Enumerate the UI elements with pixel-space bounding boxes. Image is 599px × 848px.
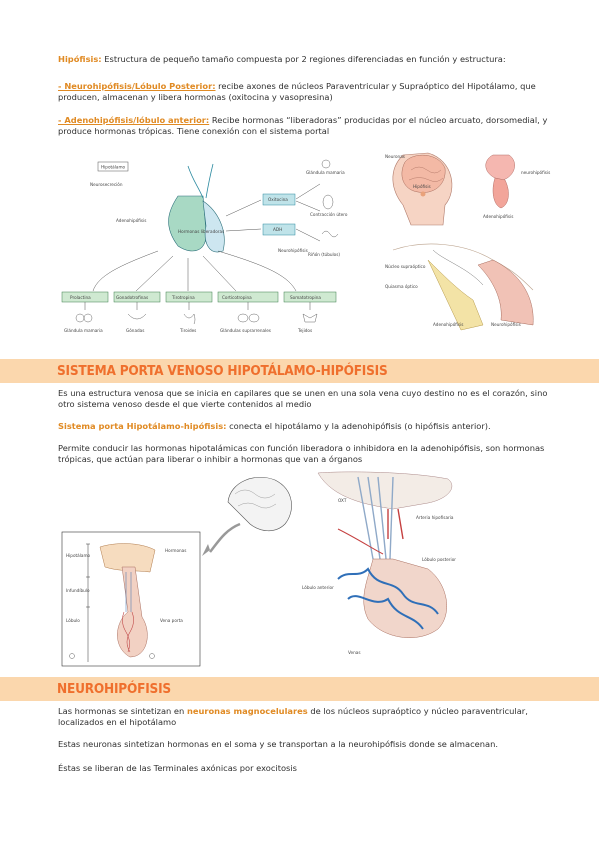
fig2-label-6: Quiasma óptico	[385, 284, 418, 289]
figure-hypothalamus-hormones: Hipotálamo Neurosecreción Adenohipófisis…	[58, 156, 378, 341]
fig1-box-4: Corticotropina	[222, 295, 252, 300]
fig1-hormone-boxes: Prolactina Gonadotrofinas Tirotropina Co…	[61, 291, 337, 303]
fig1-side2: ADH	[273, 227, 282, 232]
neuro-transport: Estas neuronas sintetizan hormonas en el…	[58, 739, 498, 749]
fig2-label-3: neurohipófisis	[521, 170, 550, 175]
fig1-target-3: Tiroides	[179, 328, 196, 333]
fig2-label-8: Neurohipófisis	[491, 322, 521, 327]
fig1-side1: Oxitocina	[268, 197, 288, 202]
section-banner-portal: SISTEMA PORTA VENOSO HIPOTÁLAMO-HIPÓFISI…	[0, 359, 599, 383]
fig1-r2: Contracción útero	[310, 212, 348, 217]
fig2-label-4: Adenohipófisis	[483, 214, 513, 219]
portal-definition: Es una estructura venosa que se inicia e…	[58, 388, 548, 409]
fig4-label-5: Venas	[348, 650, 361, 655]
fig2-label-7: Adenohipófisis	[433, 322, 463, 327]
fig1-target-1: Glándula mamaria	[64, 328, 103, 333]
fig1-r1: Glándula mamaria	[306, 170, 345, 175]
figure-head-hypophysis: Neuronas Hipófisis neurohipófisis Adenoh…	[383, 150, 553, 338]
figure-portal-system: Hipotálamo Infundíbulo Lóbulo Hormonas V…	[60, 472, 300, 668]
term-magnocelulares: neuronas magnocelulares	[186, 706, 308, 716]
fig3-label-2: Infundíbulo	[66, 588, 90, 593]
fig4-label-2: Arteria hipofisaria	[416, 515, 454, 520]
fig3-label-3: Lóbulo	[66, 618, 80, 623]
fig1-target-2: Gónadas	[126, 328, 144, 333]
fig1-r4: Neurohipófisis	[278, 248, 308, 253]
fig2-label-2: Hipófisis	[413, 184, 431, 189]
term-hipofisis: Hipófisis:	[58, 54, 102, 64]
neuro-synthesis-b: de los núcleos supraóptico y núcleo para…	[58, 706, 528, 727]
fig1-box-5: Somatotropina	[290, 295, 321, 300]
fig1-center-label: Hormonas liberadoras	[178, 229, 224, 234]
hipofisis-text: Estructura de pequeño tamaño compuesta p…	[101, 54, 506, 64]
neuro-release: Éstas se liberan de las Terminales axóni…	[58, 763, 297, 773]
neurohipofisis-definition: - Neurohipófisis/Lóbulo Posterior: recib…	[58, 81, 548, 102]
neurohipofisis-text: recibe axones de núcleos Paraventricular…	[58, 81, 536, 102]
fig1-box-top: Hipotálamo	[101, 165, 126, 170]
hipofisis-definition: Hipófisis: Estructura de pequeño tamaño …	[58, 54, 548, 65]
fig1-label-b: Adenohipófisis	[116, 218, 146, 223]
fig1-target-5: Tejidos	[297, 328, 312, 333]
fig4-label-1: OXT	[338, 498, 347, 503]
fig1-box-1: Prolactina	[70, 295, 91, 300]
adenohipofisis-definition: - Adenohipófisis/lóbulo anterior: Recibe…	[58, 115, 548, 136]
fig3-label-1: Hipotálamo	[66, 553, 91, 558]
fig3-label-5: Vena porta	[160, 618, 183, 623]
term-neurohipofisis: - Neurohipófisis/Lóbulo Posterior:	[58, 81, 216, 91]
figure-portal-detail: OXT Arteria hipofisaria Lóbulo posterior…	[298, 469, 478, 665]
section-title-neurohipofisis: NEUROHIPÓFISIS	[57, 681, 171, 697]
fig2-label-5: Núcleo supraóptico	[385, 264, 426, 269]
term-sistema-porta: Sistema porta Hipotálamo-hipófisis:	[58, 421, 227, 431]
portal-function: Permite conducir las hormonas hipotalámi…	[58, 443, 545, 464]
fig4-label-3: Lóbulo posterior	[422, 557, 456, 562]
fig4-label-4: Lóbulo anterior	[302, 585, 334, 590]
fig1-label-a: Neurosecreción	[90, 182, 123, 187]
portal-connection: Sistema porta Hipotálamo-hipófisis: cone…	[58, 421, 548, 432]
fig1-target-4: Glándulas suprarrenales	[220, 328, 271, 333]
fig2-label-1: Neuronas	[385, 154, 405, 159]
section-title-portal: SISTEMA PORTA VENOSO HIPOTÁLAMO-HIPÓFISI…	[57, 363, 388, 379]
fig1-box-2: Gonadotrofinas	[116, 295, 148, 300]
fig1-box-3: Tirotropina	[171, 295, 195, 300]
portal-connection-text: conecta el hipotálamo y la adenohipófisi…	[226, 421, 491, 431]
fig1-r3: Riñón (túbulos)	[308, 252, 340, 257]
section-banner-neurohipofisis: NEUROHIPÓFISIS	[0, 677, 599, 701]
fig3-label-4: Hormonas	[165, 548, 186, 553]
neuro-synthesis-a: Las hormonas se sintetizan en	[58, 706, 187, 716]
neuro-synthesis: Las hormonas se sintetizan en neuronas m…	[58, 706, 548, 727]
adenohipofisis-text: Recibe hormonas “liberadoras” producidas…	[58, 115, 548, 136]
term-adenohipofisis: - Adenohipófisis/lóbulo anterior:	[58, 115, 210, 125]
